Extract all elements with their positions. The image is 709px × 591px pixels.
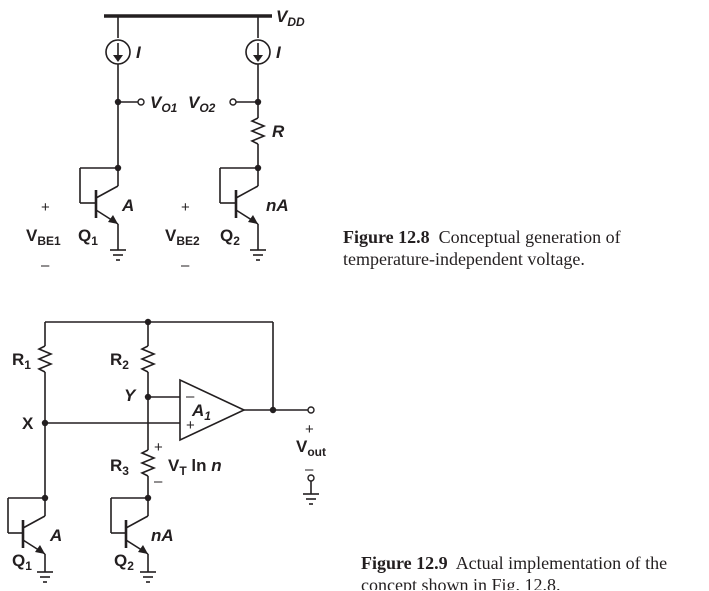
- resistor-r3: [139, 449, 157, 477]
- vbe1-minus: –: [41, 257, 50, 274]
- ground-1: [110, 249, 126, 261]
- node-x-label: X: [22, 414, 34, 433]
- area-label-a: A: [121, 196, 134, 215]
- current-source-2: [245, 39, 271, 65]
- transistor-q1: [79, 167, 119, 250]
- opamp-noninverting-sign: +: [186, 417, 195, 434]
- q1-label: Q1: [78, 226, 98, 248]
- vbe2-minus: –: [181, 257, 190, 274]
- vout-label: Vout: [296, 437, 326, 459]
- r1-label: R1: [12, 350, 31, 372]
- ground-vout: [303, 493, 319, 505]
- resistor-r1: [36, 345, 54, 373]
- transistor-q2: [219, 167, 259, 250]
- resistor-r-label: R: [272, 122, 285, 141]
- ground-2: [250, 249, 266, 261]
- terminal-vo2: [229, 98, 237, 106]
- node-y-label: Y: [124, 386, 137, 405]
- figure-12-8-number: Figure 12.8: [343, 227, 430, 247]
- vbe1-plus: +: [41, 199, 50, 216]
- figure-12-8-circuit: VDD I VO1 A: [26, 7, 305, 274]
- vout-plus: +: [305, 421, 314, 438]
- vout-minus: –: [305, 461, 314, 478]
- figure-12-9-text: Actual implementation of the concept sho…: [361, 553, 668, 590]
- r3-minus: –: [154, 473, 163, 490]
- q2-label-fig2: Q2: [114, 551, 134, 573]
- terminal-vo1: [137, 98, 145, 106]
- vdd-label: VDD: [276, 7, 305, 29]
- vbe1-label: VBE1: [26, 226, 61, 248]
- r3-plus: +: [154, 439, 163, 456]
- figure-12-8-caption: Figure 12.8 Conceptual generation of tem…: [343, 226, 673, 270]
- vt-ln-n-label: VT ln n: [168, 456, 222, 478]
- ground-q1-fig2: [37, 571, 53, 583]
- opamp-a1: – + A1: [179, 378, 246, 442]
- figure-12-9-caption: Figure 12.9 Actual implementation of the…: [361, 552, 691, 590]
- opamp-inverting-sign: –: [186, 388, 195, 405]
- resistor-r: [249, 117, 267, 145]
- vbe2-plus: +: [181, 199, 190, 216]
- q1-label-fig2: Q1: [12, 551, 32, 573]
- transistor-q1-fig2: [7, 497, 46, 572]
- q2-label: Q2: [220, 226, 240, 248]
- terminal-vout: [307, 406, 315, 414]
- area-label-a-fig2: A: [49, 526, 62, 545]
- current-label-1: I: [136, 43, 142, 62]
- current-source-1: [105, 39, 131, 65]
- area-label-na: nA: [266, 196, 289, 215]
- transistor-q2-fig2: [110, 497, 149, 572]
- vo1-label: VO1: [150, 93, 178, 115]
- figure-12-8-text: Conceptual generation of temperature-ind…: [343, 227, 621, 269]
- ground-q2-fig2: [140, 571, 156, 583]
- vbe2-label: VBE2: [165, 226, 200, 248]
- opamp-label: A1: [191, 401, 211, 423]
- vo2-label: VO2: [188, 93, 216, 115]
- area-label-na-fig2: nA: [151, 526, 174, 545]
- figure-12-9-circuit: R1 X R2 Y – + A1 + Vout –: [7, 318, 326, 583]
- r2-label: R2: [110, 350, 129, 372]
- r3-label: R3: [110, 456, 129, 478]
- current-label-2: I: [276, 43, 282, 62]
- figure-12-9-number: Figure 12.9: [361, 553, 448, 573]
- resistor-r2: [139, 345, 157, 373]
